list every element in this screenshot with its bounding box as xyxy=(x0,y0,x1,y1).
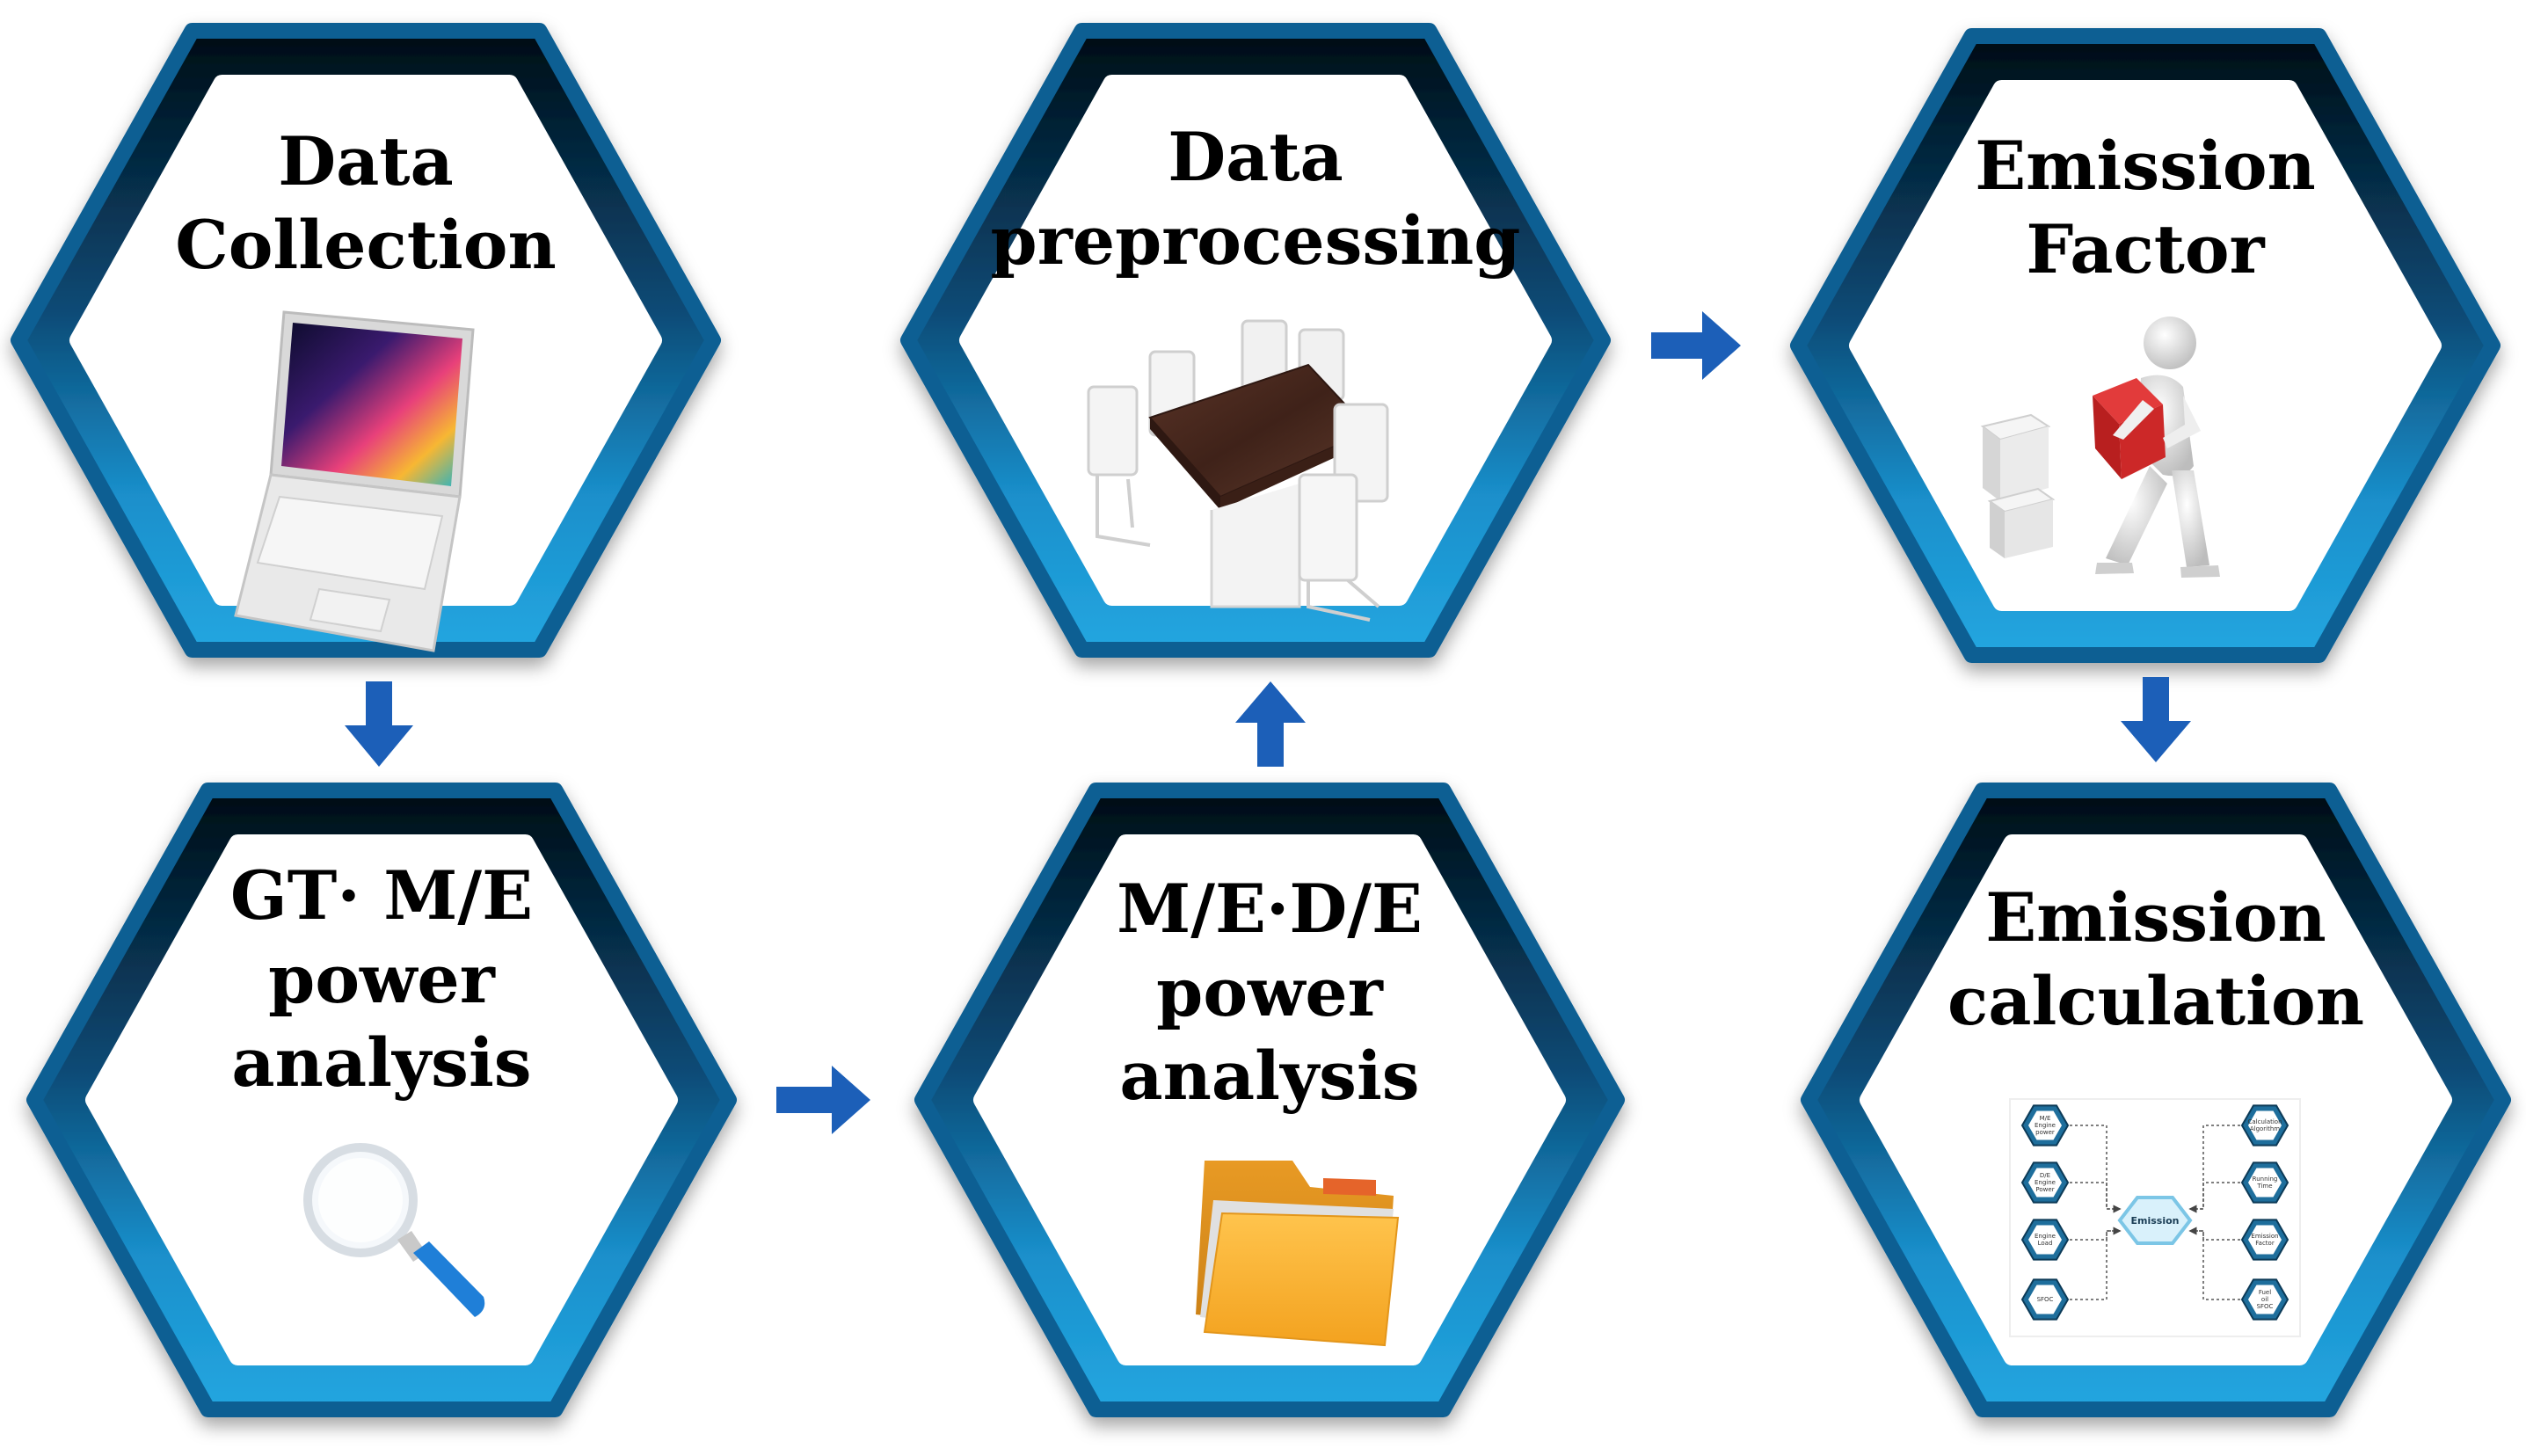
flowchart-connector xyxy=(2070,1227,2122,1241)
flowchart-node-label: Fuel xyxy=(2259,1289,2271,1296)
step-title-line: analysis xyxy=(1119,1037,1419,1115)
step-title-line: analysis xyxy=(231,1023,531,1102)
flowchart-connector xyxy=(2188,1227,2240,1241)
step-title-line: Emission xyxy=(1975,127,2316,205)
arrow-up-mede-to-preprocessing xyxy=(1235,681,1306,767)
flowchart-node-label: Engine xyxy=(2035,1122,2056,1129)
hexagon-inner xyxy=(85,834,678,1365)
magnifier-icon xyxy=(303,1143,485,1317)
flowchart-node-label: oil xyxy=(2261,1296,2268,1303)
step-title-line: calculation xyxy=(1947,962,2364,1040)
flowchart-node-label: SFOC xyxy=(2257,1303,2274,1310)
flowchart-connector xyxy=(2070,1182,2122,1213)
step-title-line: Data xyxy=(278,122,454,200)
step-title-line: power xyxy=(1156,953,1384,1031)
flowchart-connector xyxy=(2188,1182,2240,1213)
flowchart-node-label: D/E xyxy=(2040,1172,2050,1179)
arrow-right-gt-to-mede xyxy=(776,1066,870,1134)
flowchart-connector xyxy=(2188,1227,2240,1300)
flowchart-node-label: Engine xyxy=(2035,1179,2056,1186)
arrow-down-collection-to-gt xyxy=(345,681,413,767)
flowchart-node-label: power xyxy=(2035,1129,2055,1136)
flowchart-node-label: Running xyxy=(2253,1176,2278,1183)
flowchart-node-label: Engine xyxy=(2035,1233,2056,1240)
flowchart-node-label: Power xyxy=(2035,1186,2054,1193)
step-title-line: Factor xyxy=(2026,210,2265,288)
step-title-line: Data xyxy=(1168,118,1343,196)
laptop-icon xyxy=(234,310,475,652)
step-title-line: GT· M/E xyxy=(230,856,533,935)
flowchart-node-label: SFOC xyxy=(2037,1296,2054,1303)
step-title-line: power xyxy=(268,940,496,1018)
flowchart-center-node xyxy=(2117,1196,2193,1245)
step-title-line: M/E·D/E xyxy=(1117,870,1423,948)
flowchart-node-label: M/E xyxy=(2040,1115,2051,1122)
hexagon-inner xyxy=(973,834,1566,1365)
flowchart-node-label: Calculation xyxy=(2247,1118,2282,1125)
table-and-chairs-icon xyxy=(1087,319,1389,622)
flowchart-node-label: Emission xyxy=(2251,1233,2278,1240)
flowchart-node-label: Time xyxy=(2256,1183,2272,1190)
flowchart-connector xyxy=(2070,1227,2122,1300)
flowchart-node-label: Load xyxy=(2038,1240,2053,1247)
flowchart-icon: M/EEnginepowerD/EEnginePowerEngineLoadSF… xyxy=(2009,1098,2301,1337)
flowchart-center-label: Emission xyxy=(2131,1215,2180,1227)
step-title-line: preprocessing xyxy=(991,201,1521,280)
folder-icon xyxy=(1196,1161,1400,1347)
arrow-right-preprocessing-to-factor xyxy=(1651,311,1741,380)
arrow-group xyxy=(345,311,2191,1134)
step-title-line: Emission xyxy=(1985,878,2326,957)
flowchart-node-label: Factor xyxy=(2255,1240,2275,1247)
arrow-down-factor-to-calculation xyxy=(2121,677,2191,762)
flowchart-node: SFOC xyxy=(2020,1278,2070,1321)
figure-carrying-box-icon xyxy=(1980,317,2220,578)
flowchart-node-label: Algorithm xyxy=(2250,1125,2280,1132)
step-title-line: Collection xyxy=(175,206,556,284)
